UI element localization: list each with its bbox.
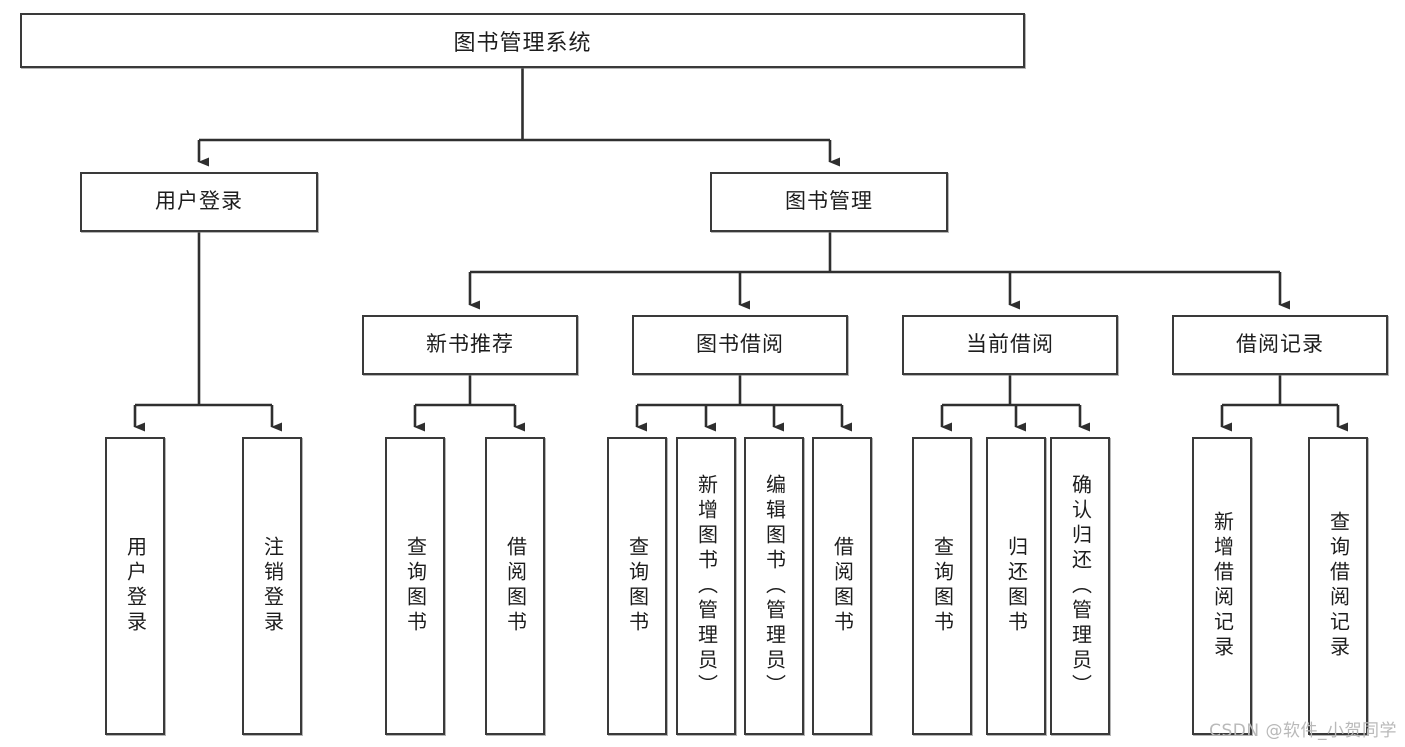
node-leaf-query-book-1[interactable]: 查询图书 <box>385 437 445 735</box>
node-book-manage[interactable]: 图书管理 <box>710 172 948 232</box>
node-leaf-return-book[interactable]: 归还图书 <box>986 437 1046 735</box>
node-label: 新增借阅记录 <box>1210 511 1235 661</box>
node-label: 借阅图书 <box>830 536 855 636</box>
node-label: 编辑图书（管理员） <box>762 473 787 699</box>
watermark-label: CSDN @软件_小贺同学 <box>1209 721 1397 741</box>
node-label: 当前借阅 <box>966 332 1054 357</box>
node-leaf-borrow-book-1[interactable]: 借阅图书 <box>485 437 545 735</box>
node-label: 借阅记录 <box>1236 332 1324 357</box>
node-leaf-confirm-return[interactable]: 确认归还（管理员） <box>1050 437 1110 735</box>
node-label: 注销登录 <box>260 536 285 636</box>
node-new-book-recommend[interactable]: 新书推荐 <box>362 315 578 375</box>
node-leaf-user-login[interactable]: 用户登录 <box>105 437 165 735</box>
node-leaf-query-book-3[interactable]: 查询图书 <box>912 437 972 735</box>
node-label: 新增图书（管理员） <box>694 473 719 699</box>
node-leaf-query-book-2[interactable]: 查询图书 <box>607 437 667 735</box>
node-user-login[interactable]: 用户登录 <box>80 172 318 232</box>
node-leaf-add-book[interactable]: 新增图书（管理员） <box>676 437 736 735</box>
node-leaf-query-record[interactable]: 查询借阅记录 <box>1308 437 1368 735</box>
node-label: 新书推荐 <box>426 332 514 357</box>
node-leaf-user-logout[interactable]: 注销登录 <box>242 437 302 735</box>
node-label: 查询借阅记录 <box>1326 511 1351 661</box>
node-label: 图书管理 <box>785 189 873 214</box>
node-label: 用户登录 <box>155 189 243 214</box>
node-label: 确认归还（管理员） <box>1068 473 1093 699</box>
node-label: 用户登录 <box>123 536 148 636</box>
node-leaf-borrow-book-2[interactable]: 借阅图书 <box>812 437 872 735</box>
node-label: 图书管理系统 <box>453 30 592 56</box>
node-label: 查询图书 <box>930 536 955 636</box>
node-label: 借阅图书 <box>503 536 528 636</box>
node-current-borrow[interactable]: 当前借阅 <box>902 315 1118 375</box>
node-book-borrow[interactable]: 图书借阅 <box>632 315 848 375</box>
node-label: 图书借阅 <box>696 332 784 357</box>
node-borrow-record[interactable]: 借阅记录 <box>1172 315 1388 375</box>
node-leaf-edit-book[interactable]: 编辑图书（管理员） <box>744 437 804 735</box>
node-label: 查询图书 <box>403 536 428 636</box>
node-label: 查询图书 <box>625 536 650 636</box>
node-root-system[interactable]: 图书管理系统 <box>20 13 1025 68</box>
node-label: 归还图书 <box>1004 536 1029 636</box>
node-leaf-add-record[interactable]: 新增借阅记录 <box>1192 437 1252 735</box>
